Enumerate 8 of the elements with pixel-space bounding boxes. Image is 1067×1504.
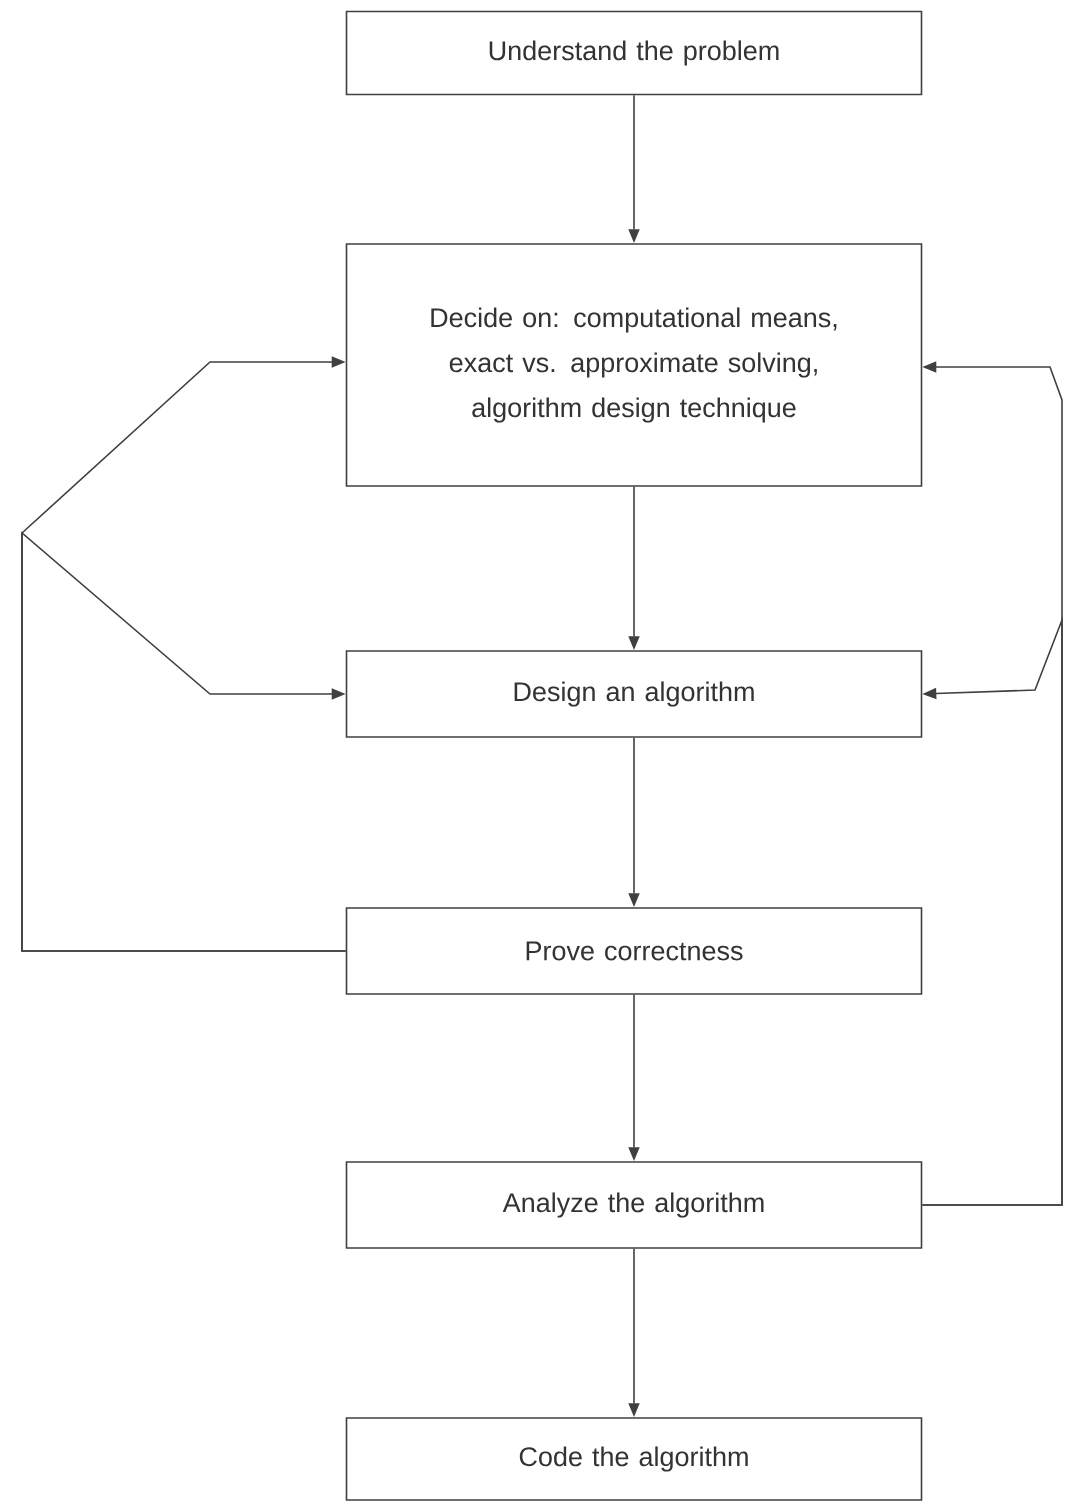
process-box: Decide on: computational means, exact vs. approximate solving, algorithm design technique xyxy=(345,243,923,487)
process-box: Design an algorithm xyxy=(345,650,923,738)
arrow xyxy=(21,531,347,952)
process-box: Analyze the algorithm xyxy=(345,1161,923,1249)
arrow xyxy=(921,615,1063,1206)
process-box: Prove correctness xyxy=(345,907,923,995)
process-box: Understand the problem xyxy=(345,10,923,96)
process-box: Code the algorithm xyxy=(345,1417,923,1501)
